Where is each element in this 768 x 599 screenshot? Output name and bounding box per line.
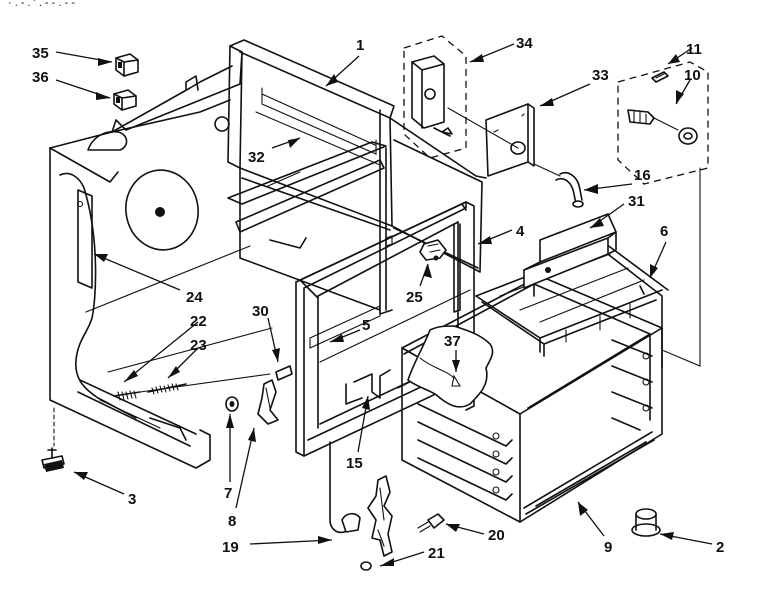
callout-33: 33	[592, 67, 609, 84]
chassis-body-part	[49, 39, 487, 469]
arrowheads	[74, 54, 684, 566]
bracket-part-33	[447, 103, 535, 177]
callout-2: 2	[716, 539, 724, 556]
oven-cavity-part	[401, 275, 663, 523]
callout-32: 32	[248, 149, 265, 166]
callout-37: 37	[444, 333, 461, 350]
clip-part-36	[113, 89, 137, 111]
spring-part-22	[113, 373, 271, 401]
igniter-assembly-10	[617, 61, 709, 185]
callout-20: 20	[488, 527, 505, 544]
block-part-31	[523, 213, 617, 289]
callout-30: 30	[252, 303, 269, 320]
callout-5: 5	[362, 317, 370, 334]
callout-19: 19	[222, 539, 239, 556]
callout-7: 7	[224, 485, 232, 502]
tube-part-16	[533, 163, 584, 208]
leveling-leg-part-3	[41, 407, 65, 472]
callout-34: 34	[516, 35, 533, 52]
latch-part-8	[257, 379, 279, 425]
callout-3: 3	[128, 491, 136, 508]
callout-21: 21	[428, 545, 445, 562]
callout-36: 36	[32, 69, 49, 86]
callout-25: 25	[406, 289, 423, 306]
header-fragment: · . - . ' . - - . - -	[8, 0, 75, 9]
callout-10: 10	[684, 67, 701, 84]
clip-part-35	[115, 53, 139, 77]
front-frame-part	[295, 201, 475, 457]
pin-part-30	[275, 365, 293, 381]
callout-9: 9	[604, 539, 612, 556]
callout-15: 15	[346, 455, 363, 472]
callout-31: 31	[628, 193, 645, 210]
connector-part-25	[419, 239, 447, 261]
bracket-assembly-34	[403, 35, 467, 159]
callout-6: 6	[660, 223, 668, 240]
spring-part-23	[147, 383, 187, 395]
callout-4: 4	[516, 223, 525, 240]
callout-8: 8	[228, 513, 236, 530]
callout-labels: 1 2 3 4 5 6 7 8 9 10 11 15 16 19 20 21 2…	[32, 35, 724, 562]
top-frame-part	[475, 167, 701, 369]
foot-part-2	[631, 508, 661, 537]
callout-24: 24	[186, 289, 203, 306]
callout-11: 11	[686, 41, 702, 58]
washer-part-21	[360, 561, 372, 571]
callout-22: 22	[190, 313, 207, 330]
callout-23: 23	[190, 337, 207, 354]
latch-assembly-19	[329, 441, 393, 557]
screw-part-20	[417, 513, 445, 533]
nut-part-7	[225, 396, 239, 412]
callout-1: 1	[356, 37, 364, 54]
callout-16: 16	[634, 167, 651, 184]
callout-35: 35	[32, 45, 49, 62]
